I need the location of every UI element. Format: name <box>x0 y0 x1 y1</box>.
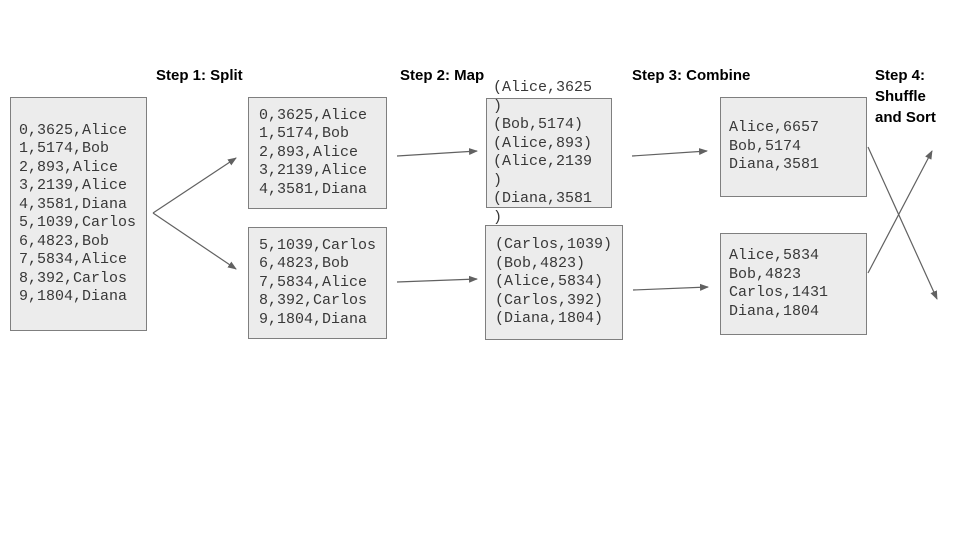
combine-output1-box: Alice,6657 Bob,5174 Diana,3581 <box>720 97 867 197</box>
input-data-box: 0,3625,Alice 1,5174,Bob 2,893,Alice 3,21… <box>10 97 147 331</box>
map-output1-box: (Alice,3625 ) (Bob,5174) (Alice,893) (Al… <box>486 79 612 226</box>
map-output2-box: (Carlos,1039) (Bob,4823) (Alice,5834) (C… <box>485 225 623 340</box>
split-chunk1-box: 0,3625,Alice 1,5174,Bob 2,893,Alice 3,21… <box>248 97 387 209</box>
arrow-shuffle-cross-down <box>867 146 938 300</box>
combine-output2-box: Alice,5834 Bob,4823 Carlos,1431 Diana,18… <box>720 233 867 335</box>
arrow-split-to-chunk2 <box>152 212 237 270</box>
split-chunk2-lines: 5,1039,Carlos 6,4823,Bob 7,5834,Alice 8,… <box>259 236 377 328</box>
map-output2-lines: (Carlos,1039) (Bob,4823) (Alice,5834) (C… <box>495 236 613 328</box>
step2-label: Step 2: Map <box>400 67 485 84</box>
arrow-split-to-chunk1 <box>152 157 237 214</box>
arrow-chunk2-to-map2 <box>396 275 478 283</box>
map-output1-lines: (Alice,3625 ) (Bob,5174) (Alice,893) (Al… <box>493 79 593 226</box>
step4-label: Step 4: Shuffle and Sort <box>875 67 936 126</box>
split-chunk1-lines: 0,3625,Alice 1,5174,Bob 2,893,Alice 3,21… <box>259 106 368 198</box>
arrow-map2-to-combine2 <box>632 283 709 291</box>
arrow-chunk1-to-map1 <box>396 148 478 157</box>
combine-output2-lines: Alice,5834 Bob,4823 Carlos,1431 Diana,18… <box>729 247 829 320</box>
input-data-lines: 0,3625,Alice 1,5174,Bob 2,893,Alice 3,21… <box>19 121 137 306</box>
arrow-shuffle-cross-up <box>867 150 933 274</box>
combine-output1-lines: Alice,6657 Bob,5174 Diana,3581 <box>729 119 820 174</box>
split-chunk2-box: 5,1039,Carlos 6,4823,Bob 7,5834,Alice 8,… <box>248 227 387 339</box>
arrow-map1-to-combine1 <box>631 148 708 157</box>
step1-label: Step 1: Split <box>156 67 243 84</box>
step3-label: Step 3: Combine <box>632 67 751 84</box>
